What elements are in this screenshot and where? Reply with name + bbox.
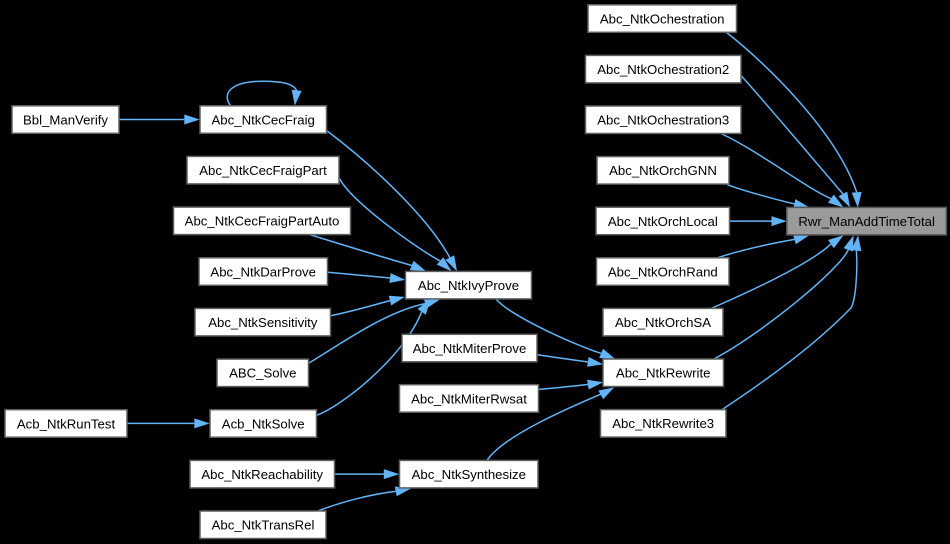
svg-text:Abc_NtkOchestration: Abc_NtkOchestration: [600, 11, 725, 26]
svg-text:Abc_NtkSensitivity: Abc_NtkSensitivity: [208, 315, 318, 330]
svg-text:Abc_NtkCecFraigPartAuto: Abc_NtkCecFraigPartAuto: [185, 214, 340, 229]
svg-text:Abc_NtkRewrite3: Abc_NtkRewrite3: [612, 416, 714, 431]
svg-text:Abc_NtkCecFraig: Abc_NtkCecFraig: [212, 112, 315, 127]
svg-text:Abc_NtkMiterRwsat: Abc_NtkMiterRwsat: [411, 391, 527, 406]
svg-text:Abc_NtkIvyProve: Abc_NtkIvyProve: [418, 278, 519, 293]
svg-text:Abc_NtkSynthesize: Abc_NtkSynthesize: [412, 467, 526, 482]
svg-text:Abc_NtkCecFraigPart: Abc_NtkCecFraigPart: [199, 163, 327, 178]
svg-text:Abc_NtkTransRel: Abc_NtkTransRel: [212, 518, 315, 533]
svg-text:Abc_NtkDarProve: Abc_NtkDarProve: [210, 264, 316, 279]
svg-text:Abc_NtkMiterProve: Abc_NtkMiterProve: [413, 341, 527, 356]
svg-text:Abc_NtkOrchSA: Abc_NtkOrchSA: [615, 315, 711, 330]
svg-text:Abc_NtkRewrite: Abc_NtkRewrite: [616, 366, 711, 381]
svg-text:Bbl_ManVerify: Bbl_ManVerify: [23, 112, 108, 127]
svg-text:Rwr_ManAddTimeTotal: Rwr_ManAddTimeTotal: [798, 214, 935, 229]
svg-text:ABC_Solve: ABC_Solve: [229, 366, 296, 381]
svg-text:Abc_NtkOchestration2: Abc_NtkOchestration2: [597, 62, 729, 77]
svg-text:Abc_NtkOrchGNN: Abc_NtkOrchGNN: [609, 163, 717, 178]
svg-text:Abc_NtkOrchRand: Abc_NtkOrchRand: [608, 264, 718, 279]
svg-text:Acb_NtkRunTest: Acb_NtkRunTest: [17, 416, 116, 431]
svg-text:Acb_NtkSolve: Acb_NtkSolve: [222, 416, 305, 431]
svg-text:Abc_NtkReachability: Abc_NtkReachability: [201, 467, 323, 482]
svg-text:Abc_NtkOchestration3: Abc_NtkOchestration3: [597, 113, 729, 128]
svg-text:Abc_NtkOrchLocal: Abc_NtkOrchLocal: [608, 214, 718, 229]
